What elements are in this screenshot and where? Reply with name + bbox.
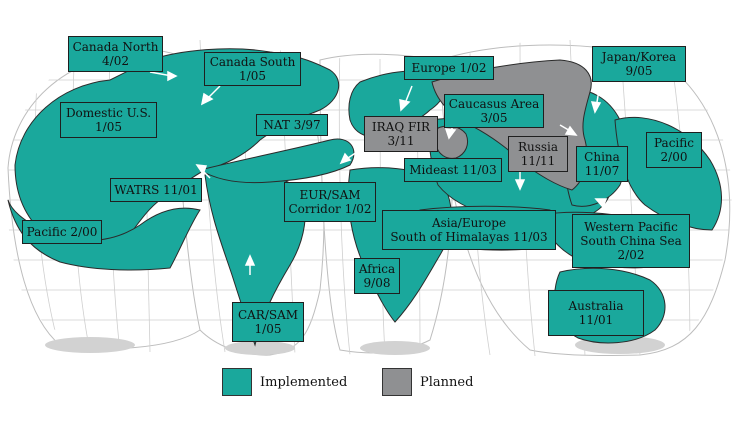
region-car-sam: CAR/SAM 1/05	[232, 302, 304, 342]
region-japan-korea-line-2: 9/05	[625, 64, 653, 78]
region-domestic-us-line-2: 1/05	[95, 120, 122, 134]
region-watrs: WATRS 11/01	[110, 178, 202, 202]
pointer-arrows	[149, 70, 611, 275]
region-russia-line-1: Russia	[517, 140, 559, 154]
region-car-sam-line-2: 1/05	[254, 322, 282, 336]
region-nat-line-1: NAT 3/97	[263, 118, 321, 132]
region-asia-europe-line-1: Asia/Europe	[431, 216, 507, 230]
region-china-line-1: China	[584, 150, 620, 164]
region-russia: Russia 11/11	[508, 136, 568, 172]
region-caucasus-line-2: 3/05	[480, 111, 508, 125]
region-canada-south-line-1: Canada South	[209, 55, 296, 69]
region-domestic-us: Domestic U.S. 1/05	[60, 102, 157, 138]
region-eur-sam-line-2: Corridor 1/02	[288, 202, 372, 216]
region-canada-north-line-1: Canada North	[72, 40, 159, 54]
region-iraq-fir: IRAQ FIR 3/11	[364, 116, 438, 152]
region-iraq-fir-line-2: 3/11	[387, 134, 415, 148]
region-canada-south: Canada South 1/05	[204, 52, 301, 86]
region-western-pacific-line-1: Western Pacific	[584, 220, 678, 234]
region-europe: Europe 1/02	[404, 56, 494, 80]
region-eur-sam-line-1: EUR/SAM	[299, 188, 361, 202]
region-africa-line-2: 9/08	[363, 276, 391, 290]
legend-swatch-planned	[382, 368, 412, 396]
region-china: China 11/07	[576, 146, 628, 182]
region-africa: Africa 9/08	[354, 258, 400, 294]
region-europe-line-1: Europe 1/02	[411, 61, 487, 75]
region-pacific-east: Pacific 2/00	[646, 132, 702, 168]
region-iraq-fir-line-1: IRAQ FIR	[371, 120, 431, 134]
region-australia-line-1: Australia	[568, 299, 624, 313]
legend-label-implemented: Implemented	[260, 375, 348, 390]
region-car-sam-line-1: CAR/SAM	[237, 308, 299, 322]
region-pacific-east-line-1: Pacific	[654, 136, 694, 150]
antarctica-shadows	[45, 336, 665, 355]
region-japan-korea-line-1: Japan/Korea	[601, 50, 677, 64]
region-western-pacific-line-3: 2/02	[617, 248, 645, 262]
region-australia: Australia 11/01	[548, 290, 644, 336]
region-asia-europe-line-2: South of Himalayas 11/03	[390, 230, 548, 244]
legend-label-planned: Planned	[420, 375, 474, 390]
region-asia-europe: Asia/Europe South of Himalayas 11/03	[382, 210, 556, 250]
region-canada-north-line-2: 4/02	[102, 54, 129, 68]
region-watrs-line-1: WATRS 11/01	[114, 183, 198, 197]
region-pacific-west: Pacific 2/00	[22, 220, 102, 244]
region-pacific-east-line-2: 2/00	[660, 150, 688, 164]
legend-swatch-implemented	[222, 368, 252, 396]
region-mideast-line-1: Mideast 11/03	[409, 163, 497, 177]
region-australia-line-2: 11/01	[578, 313, 614, 327]
region-western-pacific-line-2: South China Sea	[580, 234, 682, 248]
region-western-pacific: Western Pacific South China Sea 2/02	[572, 214, 690, 268]
region-japan-korea: Japan/Korea 9/05	[592, 46, 686, 82]
region-eur-sam: EUR/SAM Corridor 1/02	[284, 182, 376, 222]
region-canada-north: Canada North 4/02	[68, 36, 163, 72]
region-africa-line-1: Africa	[358, 262, 396, 276]
region-russia-line-2: 11/11	[520, 154, 556, 168]
region-mideast: Mideast 11/03	[404, 158, 502, 182]
region-canada-south-line-2: 1/05	[239, 69, 266, 83]
region-pacific-west-line-1: Pacific 2/00	[26, 225, 98, 239]
region-caucasus-line-1: Caucasus Area	[448, 97, 540, 111]
region-nat: NAT 3/97	[256, 114, 328, 136]
region-domestic-us-line-1: Domestic U.S.	[65, 106, 152, 120]
region-caucasus: Caucasus Area 3/05	[444, 94, 544, 128]
region-china-line-2: 11/07	[584, 164, 620, 178]
